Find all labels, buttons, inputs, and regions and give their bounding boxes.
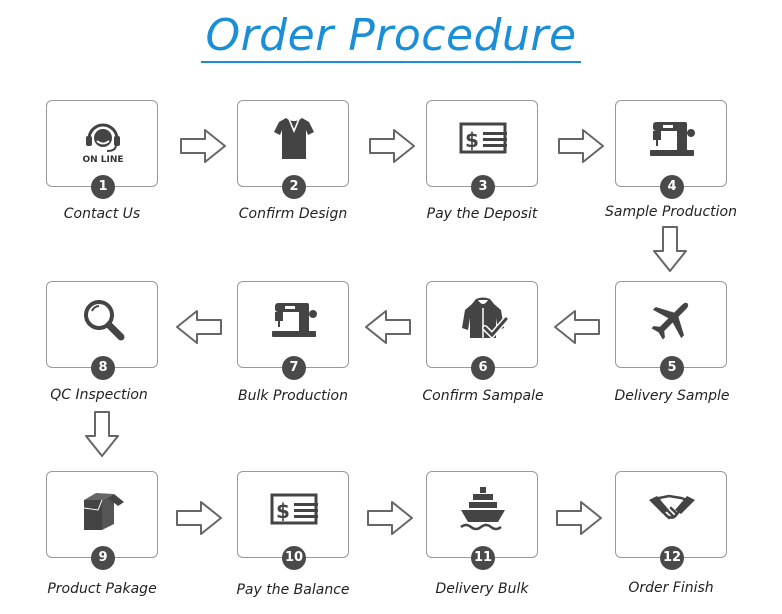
magnifier-icon <box>84 300 125 341</box>
step-box-2: 2 <box>237 100 349 199</box>
step-number: 2 <box>282 175 306 199</box>
jacket-check-icon <box>462 297 508 340</box>
svg-text:$: $ <box>465 128 479 152</box>
arrow-left-icon <box>554 310 600 344</box>
step-number: 5 <box>660 356 684 380</box>
headset-icon: ON LINE <box>82 123 124 163</box>
step-label: QC Inspection <box>50 387 148 403</box>
step-box-7: 7 <box>237 281 349 380</box>
page-title: Order Procedure <box>0 6 782 66</box>
package-icon <box>83 493 124 530</box>
step-box-5: 5 <box>615 281 727 380</box>
arrow-right-icon <box>558 129 604 163</box>
step-number: 4 <box>660 175 684 199</box>
step-number: 7 <box>282 356 306 380</box>
step-number: 3 <box>471 175 495 199</box>
arrow-right-icon <box>556 501 602 535</box>
step-box-11: 11 <box>426 471 538 570</box>
step-box-8: 8 <box>46 281 158 380</box>
step-label: Sample Production <box>605 204 737 220</box>
sewing-machine-icon <box>272 303 317 337</box>
arrow-down-icon <box>653 226 687 272</box>
step-box-1: ON LINE 1 <box>46 100 158 199</box>
step-label: Confirm Sampale <box>422 388 544 404</box>
payment-icon: $ <box>459 122 507 154</box>
step-number: 8 <box>91 356 115 380</box>
step-number: 12 <box>660 546 684 570</box>
handshake-icon <box>649 494 695 520</box>
arrow-right-icon <box>180 129 226 163</box>
arrow-right-icon <box>369 129 415 163</box>
step-label: Order Finish <box>628 580 714 596</box>
step-box-12: 12 <box>615 471 727 570</box>
step-label: Product Pakage <box>47 581 157 597</box>
step-number: 10 <box>282 546 306 570</box>
step-box-4: 4 <box>615 100 727 199</box>
step-label: Pay the Deposit <box>426 206 538 222</box>
step-box-10: $ 10 <box>237 471 349 570</box>
arrow-right-icon <box>176 501 222 535</box>
step-label: Bulk Production <box>238 388 348 404</box>
step-number: 6 <box>471 356 495 380</box>
online-text: ON LINE <box>82 155 123 163</box>
payment-icon: $ <box>270 493 318 525</box>
ship-icon <box>460 487 505 531</box>
step-box-3: $ 3 <box>426 100 538 199</box>
step-number: 11 <box>471 546 495 570</box>
svg-text:$: $ <box>276 499 290 523</box>
arrow-left-icon <box>176 310 222 344</box>
step-label: Pay the Balance <box>236 582 350 598</box>
arrow-down-icon <box>85 411 119 457</box>
airplane-icon <box>651 302 689 340</box>
polo-shirt-icon <box>274 118 314 159</box>
step-number: 9 <box>91 546 115 570</box>
step-label: Contact Us <box>63 206 141 222</box>
sewing-machine-icon <box>650 122 695 156</box>
step-label: Delivery Bulk <box>435 581 529 597</box>
arrow-left-icon <box>365 310 411 344</box>
step-box-9: 9 <box>46 471 158 570</box>
arrow-right-icon <box>367 501 413 535</box>
step-label: Delivery Sample <box>614 388 730 404</box>
step-number: 1 <box>91 175 115 199</box>
step-label: Confirm Design <box>238 206 348 222</box>
step-box-6: 6 <box>426 281 538 380</box>
